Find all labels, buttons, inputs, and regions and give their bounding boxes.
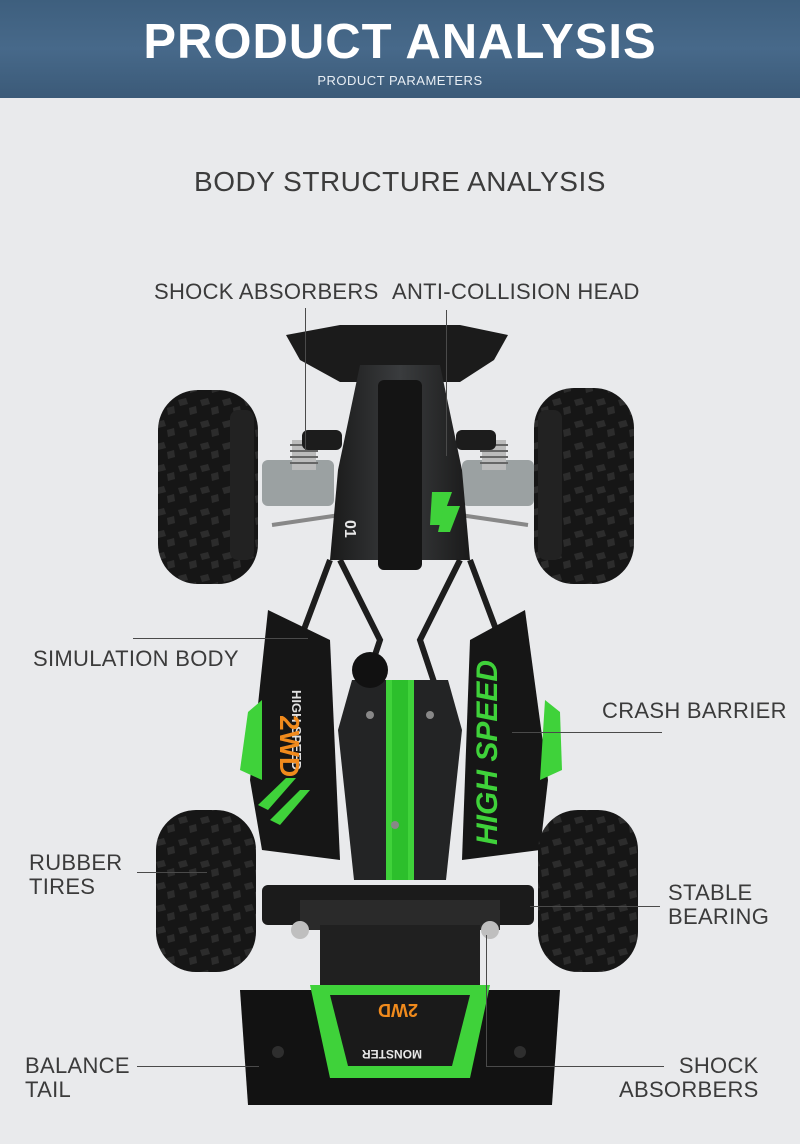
header-title: PRODUCT ANALYSIS [143, 15, 657, 69]
side-model: 2WD [274, 715, 305, 777]
left-side-panel: HIGH SPEED 2WD [240, 610, 340, 860]
label-stable-bearing: STABLE BEARING [668, 880, 770, 929]
balance-tail: 2WD MONSTER [240, 985, 560, 1105]
tail-model: 2WD [378, 1000, 418, 1020]
leader-line-shock-bottom-h [486, 1066, 664, 1067]
center-hood [338, 652, 462, 880]
tail-name: MONSTER [362, 1047, 422, 1061]
leader-line-rubber-tires [137, 872, 207, 873]
car-number: 01 [341, 520, 358, 538]
label-rubber-tires: RUBBER TIRES [29, 850, 123, 899]
label-simulation-body: SIMULATION BODY [33, 646, 239, 671]
label-anti-collision-head: ANTI-COLLISION HEAD [392, 279, 640, 304]
right-side-panel: HIGH SPEED [462, 610, 562, 860]
leader-line-balance-tail [137, 1066, 259, 1067]
rear-left-tire [156, 810, 256, 972]
rear-right-tire [538, 810, 638, 972]
label-shock-absorbers-top: SHOCK ABSORBERS [154, 279, 379, 304]
front-right-tire [534, 388, 634, 584]
leader-line-stable-bearing [530, 906, 660, 907]
header-subtitle: PRODUCT PARAMETERS [317, 73, 483, 88]
side-speed-small: HIGH SPEED [289, 690, 304, 770]
front-left-tire [158, 390, 258, 584]
front-shock-right [456, 430, 508, 470]
label-balance-tail: BALANCE TAIL [25, 1053, 130, 1102]
section-title: BODY STRUCTURE ANALYSIS [194, 166, 606, 197]
front-spoiler [286, 325, 508, 382]
leader-line-shock-bottom-v [486, 935, 487, 1066]
leader-line-simulation-body [133, 638, 308, 639]
front-shock-left [290, 430, 342, 470]
page-header: PRODUCT ANALYSIS PRODUCT PARAMETERS [0, 0, 800, 98]
leader-line-crash-barrier [512, 732, 662, 733]
side-speed-large: HIGH SPEED [471, 660, 504, 845]
leader-line-anti-collision [446, 310, 447, 456]
label-shock-absorbers-bottom: SHOCK ABSORBERS [619, 1053, 759, 1102]
label-crash-barrier: CRASH BARRIER [602, 698, 787, 723]
leader-line-shock-top [305, 308, 306, 450]
